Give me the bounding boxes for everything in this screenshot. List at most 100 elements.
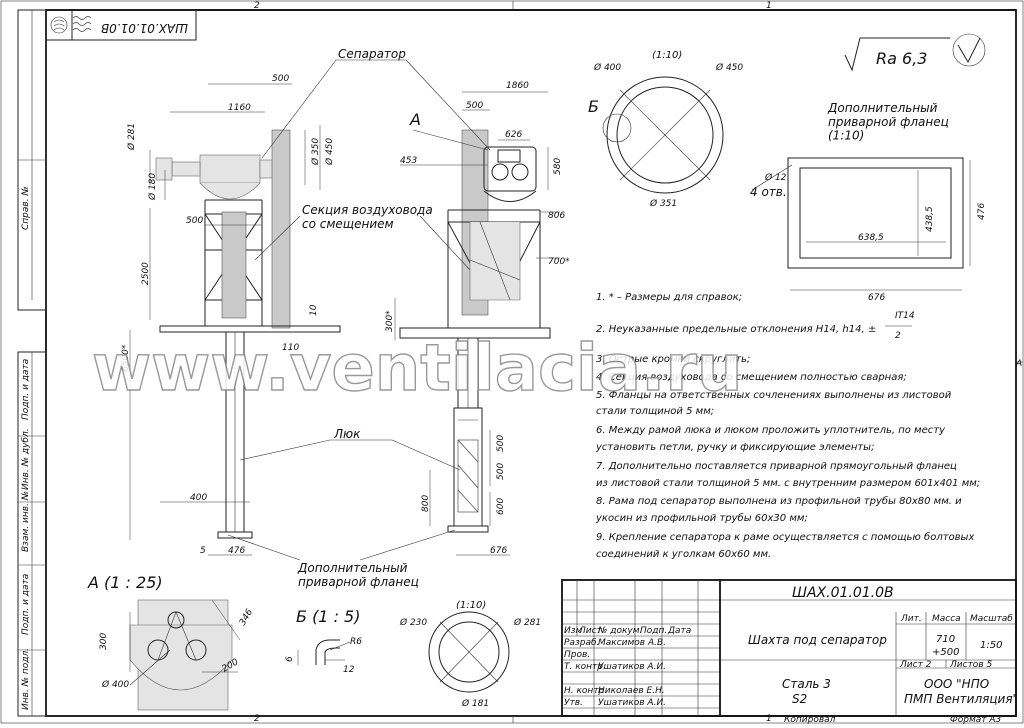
- flange-rect-476: 476: [977, 203, 987, 220]
- flange-round-small: [428, 611, 510, 693]
- view-b: [297, 639, 351, 665]
- note-5: 5. Фланцы на ответственных сочленениях в…: [596, 390, 952, 401]
- dim-1860: 1860: [506, 81, 529, 91]
- view-a-346: 346: [238, 607, 255, 627]
- view-b-r6: R6: [350, 637, 362, 647]
- view-a-title: А (1 : 25): [87, 573, 163, 592]
- zone-num-top-left: 2: [254, 1, 260, 11]
- note-3: 3. Острые кромки скруглить;: [596, 354, 750, 365]
- view-a-300: 300: [99, 633, 109, 650]
- dim-d450-vert: Ø 450: [324, 138, 335, 166]
- note-7: 7. Дополнительно поставляется приварной …: [596, 461, 957, 472]
- dim-6500: 6500*: [121, 344, 131, 372]
- flange-top-scale: (1:10): [652, 50, 682, 61]
- title-material-1: Сталь 3: [782, 677, 831, 691]
- dim-2500: 2500: [141, 262, 151, 285]
- flange-rect-holes: 4 отв.: [750, 185, 787, 199]
- name-nkontr: Николаев Е.Н.: [598, 686, 665, 696]
- role-razrab: Разраб.: [564, 638, 599, 648]
- dim-500-hatch-1: 500: [496, 435, 506, 452]
- role-nkontr: Н. контр.: [564, 686, 607, 696]
- dim-800: 800: [421, 495, 431, 512]
- view-a: [129, 599, 241, 711]
- label-separator: Сепаратор: [338, 47, 406, 61]
- view-b-6: 6: [285, 656, 295, 662]
- name-razrab: Максимов А.В.: [598, 638, 666, 648]
- flange-small-d281: Ø 281: [513, 617, 541, 628]
- mass-val-2: +500: [932, 647, 959, 658]
- flange-top-d450: Ø 450: [715, 62, 743, 73]
- dim-400: 400: [190, 493, 207, 503]
- title-code: ШАХ.01.01.0В: [792, 585, 894, 601]
- text-line: (1:10): [828, 129, 864, 143]
- text-line: приварной фланец: [828, 115, 949, 129]
- dim-110: 110: [282, 343, 299, 353]
- roughness-symbol: [844, 33, 986, 72]
- strip-podp-2: Подп. и дата: [21, 574, 31, 635]
- hdr-mass: Масса: [932, 614, 961, 624]
- zone-num-bottom-mid: 1: [766, 714, 772, 724]
- label-hatch: Люк: [333, 427, 361, 441]
- note-6: 6. Между рамой люка и люком проложить уп…: [596, 425, 946, 436]
- dim-453: 453: [400, 156, 417, 166]
- hdr-data: Дата: [667, 626, 691, 636]
- hdr-izm: Изм: [564, 626, 583, 636]
- flange-round-top: [602, 76, 724, 194]
- text-line: приварной фланец: [298, 575, 419, 589]
- name-tkontr: Ушатиков А.И.: [598, 662, 666, 672]
- dim-500-hatch-2: 500: [496, 463, 506, 480]
- text-line: со смещением: [302, 217, 394, 231]
- dim-600: 600: [496, 498, 506, 515]
- zone-num-top-mid: 1: [766, 1, 772, 11]
- label-section: Секция воздуховода: [302, 203, 433, 217]
- role-tkontr: Т. контр.: [564, 662, 606, 672]
- strip-dubl: Взам. инв. №: [21, 491, 31, 552]
- front-view: [394, 91, 560, 556]
- note-8b: укосин из профильной трубы 60x30 мм;: [595, 512, 808, 524]
- view-b-12: 12: [343, 665, 355, 675]
- text-line: Дополнительный: [827, 101, 938, 115]
- note-9: 9. Крепление сепаратора к раме осуществл…: [596, 531, 974, 543]
- flange-small-d230: Ø 230: [399, 617, 427, 628]
- dim-5: 5: [200, 546, 206, 556]
- dim-10: 10: [309, 304, 319, 316]
- note-6b: установить петли, ручку и фиксирующие эл…: [595, 442, 874, 453]
- hdr-list: Лист: [578, 626, 603, 636]
- sheet-num: Лист 2: [899, 660, 932, 670]
- flange-rect: [751, 157, 971, 291]
- note-2-frac-bottom: 2: [895, 331, 901, 341]
- dim-676-front: 676: [490, 546, 507, 556]
- hdr-scale: Масштаб: [970, 614, 1013, 624]
- dim-806: 806: [548, 211, 565, 221]
- hdr-podp: Подп.: [640, 626, 667, 636]
- leaders: [227, 59, 491, 561]
- zone-num-bottom-left: 2: [254, 714, 260, 724]
- role-utv: Утв.: [564, 698, 583, 708]
- strip-sprav: Справ. №: [21, 186, 31, 230]
- name-utv: Ушатиков А.И.: [598, 698, 666, 708]
- note-2-frac-top: IT14: [895, 311, 915, 321]
- dim-d350: Ø 350: [310, 138, 321, 166]
- dim-1160: 1160: [228, 103, 251, 113]
- flange-top-d400: Ø 400: [593, 62, 621, 73]
- dim-626: 626: [505, 130, 522, 140]
- mass-val-1: 710: [936, 634, 955, 645]
- note-9b: соединений к уголкам 60x60 мм.: [596, 549, 771, 560]
- note-8: 8. Рама под сепаратор выполнена из профи…: [596, 495, 962, 507]
- dim-500-mid: 500: [186, 216, 203, 226]
- dim-476: 476: [228, 546, 245, 556]
- label-view-b-letter: Б: [588, 97, 599, 116]
- title-block: [561, 579, 1017, 717]
- dim-580: 580: [553, 158, 563, 175]
- flange-top-d351: Ø 351: [649, 198, 677, 209]
- side-view-left: [129, 83, 341, 556]
- dim-500-front: 500: [466, 101, 483, 111]
- company-logo-icon: [50, 16, 92, 34]
- dim-700: 700*: [548, 257, 570, 267]
- dim-300: 300*: [385, 310, 395, 332]
